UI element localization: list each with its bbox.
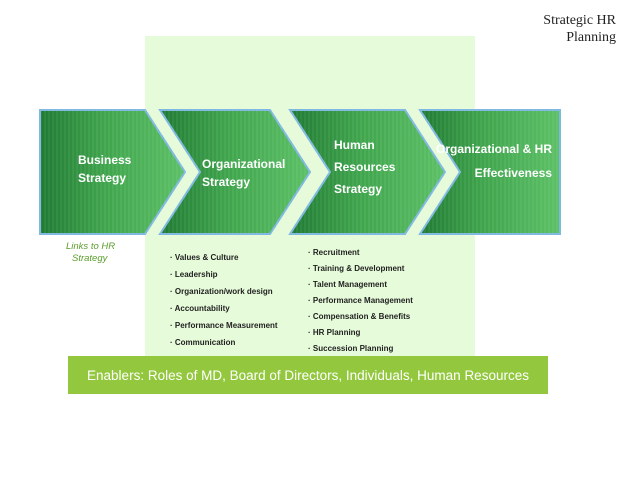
chevron-2-label: Organizational Strategy — [202, 155, 285, 191]
organizational-strategy-items: Values & Culture Leadership Organization… — [170, 249, 278, 351]
enablers-bar: Enablers: Roles of MD, Board of Director… — [68, 356, 548, 394]
list-item: HR Planning — [308, 325, 413, 341]
list-item: Compensation & Benefits — [308, 309, 413, 325]
chevron-1-line-2: Strategy — [78, 171, 127, 185]
enablers-text: Enablers: Roles of MD, Board of Director… — [87, 367, 529, 383]
chevron-2-line-1: Organizational — [202, 157, 286, 171]
chevron-3-label: Human Resources Strategy — [334, 134, 395, 200]
chevron-1-label: Business Strategy — [78, 151, 131, 187]
list-item: Communication — [170, 334, 278, 351]
hr-strategy-items: Recruitment Training & Development Talen… — [308, 245, 413, 357]
list-item: Training & Development — [308, 261, 413, 277]
page-title-line-1: Strategic HR — [543, 13, 616, 28]
page-title: Strategic HR Planning — [543, 12, 616, 46]
chevron-3-line-1: Human — [334, 138, 375, 152]
page-title-line-2: Planning — [566, 30, 616, 45]
list-item: Succession Planning — [308, 341, 413, 357]
links-to-hr-strategy-label: Links to HR Strategy — [66, 241, 115, 265]
list-item: Values & Culture — [170, 249, 278, 266]
list-item: Performance Management — [308, 293, 413, 309]
chevron-3-line-3: Strategy — [334, 182, 383, 196]
list-item: Leadership — [170, 266, 278, 283]
list-item: Accountability — [170, 300, 278, 317]
chevron-4-label: Organizational & HR Effectiveness — [436, 137, 552, 185]
chevron-1-line-1: Business — [78, 153, 132, 167]
chevron-4-line-2: Effectiveness — [474, 166, 552, 180]
chevron-2-line-2: Strategy — [202, 175, 251, 189]
list-item: Talent Management — [308, 277, 413, 293]
links-label-line-1: Links to HR — [66, 241, 116, 252]
list-item: Organization/work design — [170, 283, 278, 300]
chevron-4-line-1: Organizational & HR — [436, 142, 553, 156]
list-item: Performance Measurement — [170, 317, 278, 334]
links-label-line-2: Strategy — [72, 253, 108, 264]
list-item: Recruitment — [308, 245, 413, 261]
chevron-3-line-2: Resources — [334, 160, 396, 174]
